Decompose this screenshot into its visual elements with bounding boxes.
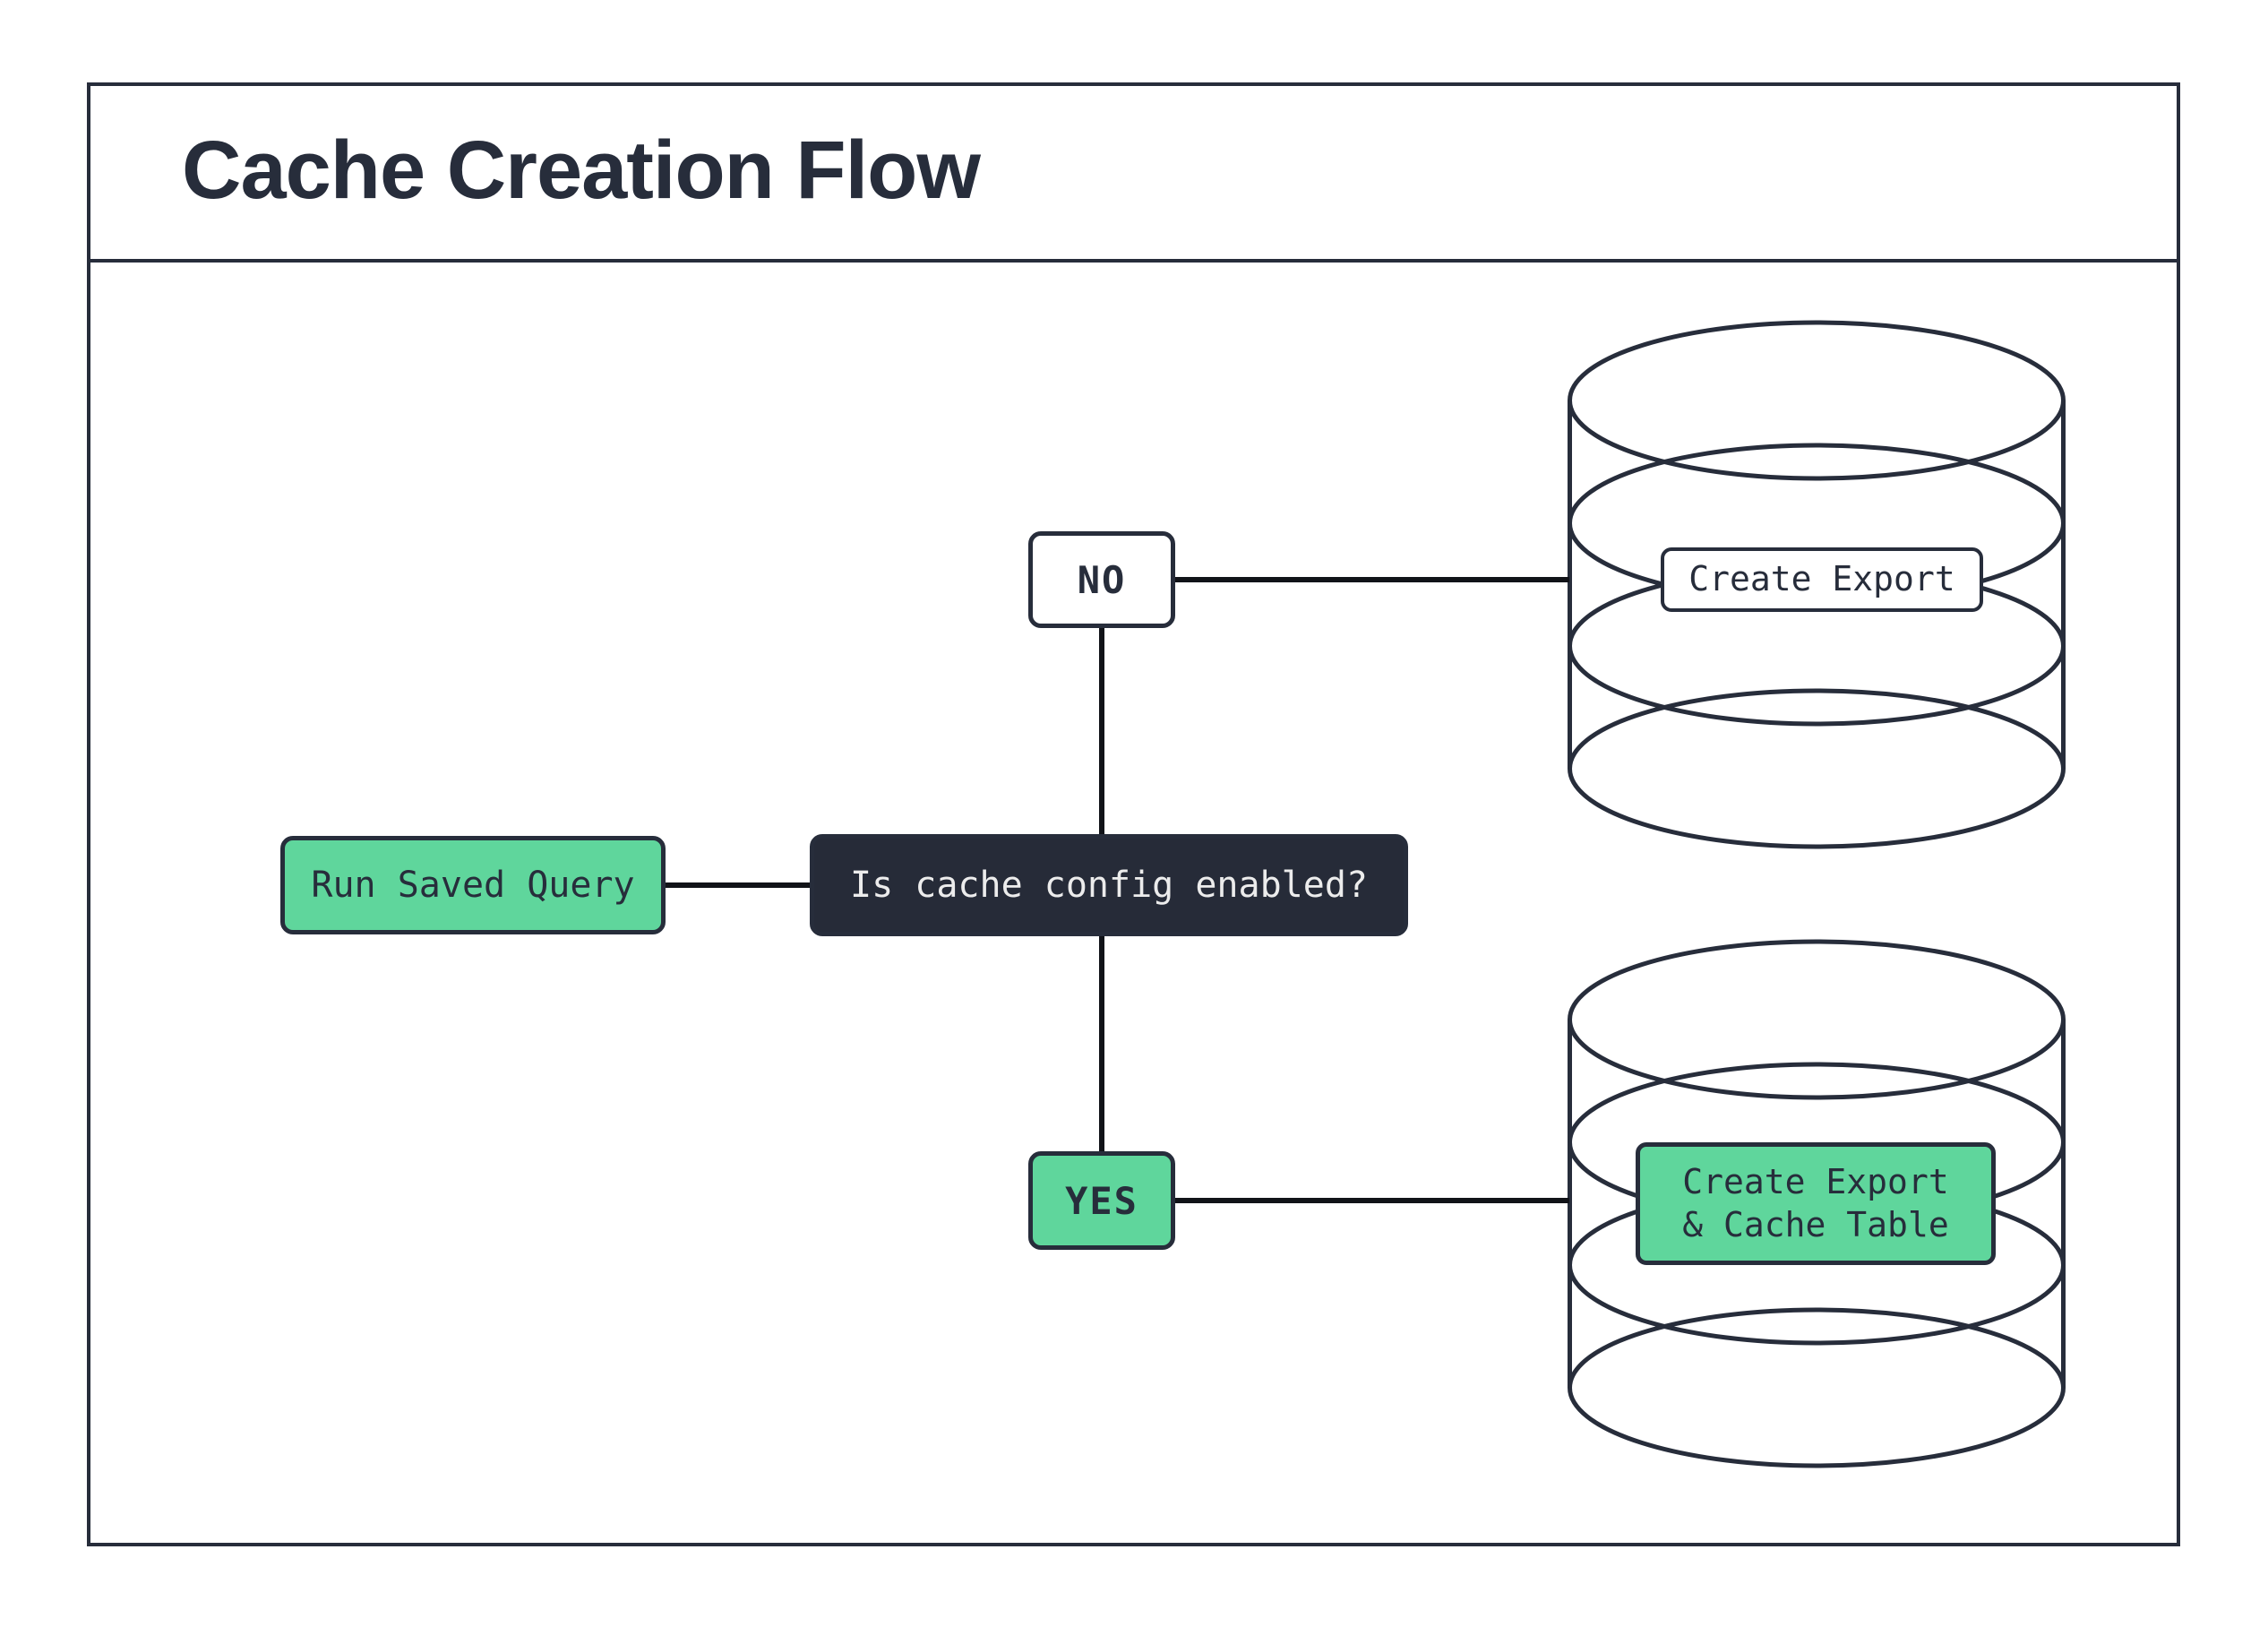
label-create-export-text: Create Export [1688,559,1955,599]
node-yes-branch: YES [1028,1151,1175,1250]
node-decision-cache-config: Is cache config enabled? [810,834,1408,936]
node-run-saved-query-label: Run Saved Query [311,865,635,906]
outer-frame [87,82,2180,1546]
connector-decision-to-no [1099,628,1104,836]
node-decision-label: Is cache config enabled? [850,865,1368,906]
node-run-saved-query: Run Saved Query [280,836,666,934]
label-create-export: Create Export [1661,547,1983,612]
label-create-export-cache-line1: Create Export [1682,1162,1949,1201]
node-no-branch: NO [1028,531,1175,628]
connector-no-to-database [1175,577,1569,582]
node-no-label: NO [1077,557,1127,602]
connector-yes-to-database [1175,1198,1569,1203]
database-cylinder-icon-top [1568,320,2066,849]
label-create-export-cache-table: Create Export & Cache Table [1636,1142,1996,1265]
connector-decision-to-yes [1099,936,1104,1153]
label-create-export-cache-line2: & Cache Table [1682,1204,1949,1244]
page-title: Cache Creation Flow [182,125,981,216]
connector-query-to-decision [666,882,810,888]
header: Cache Creation Flow [87,82,2180,263]
node-yes-label: YES [1065,1178,1138,1223]
